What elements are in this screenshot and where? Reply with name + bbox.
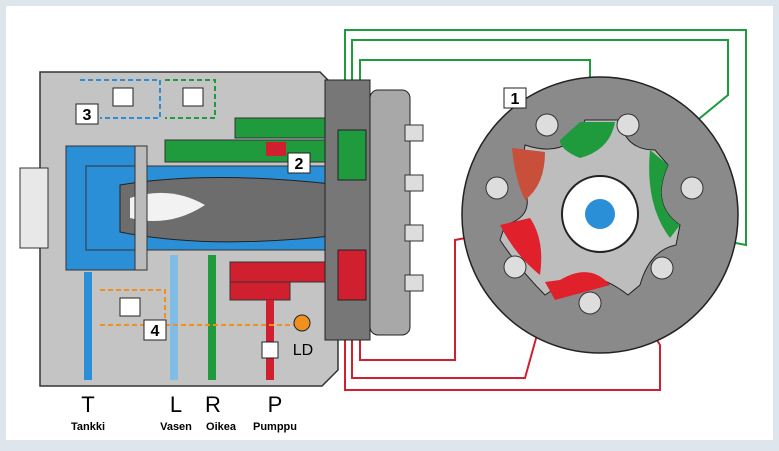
port-name-r: Oikea — [206, 421, 237, 433]
svg-text:1: 1 — [511, 91, 520, 108]
port-letter-l: L — [170, 392, 182, 417]
port-letter-p: P — [268, 392, 283, 417]
valve-housing — [19, 71, 353, 387]
port-lines — [84, 255, 274, 380]
callout-3: 3 — [75, 103, 99, 125]
svg-text:4: 4 — [151, 323, 160, 340]
svg-text:3: 3 — [83, 107, 92, 124]
port-name-p: Pumppu — [253, 421, 297, 433]
gerotor-disc — [461, 76, 739, 354]
port-letter-r: R — [205, 392, 221, 417]
port-labels: T Tankki L Vasen R Oikea P Pumppu — [71, 392, 297, 433]
callout-2: 2 — [287, 152, 311, 174]
valve-symbols — [112, 87, 311, 359]
port-letter-t: T — [81, 392, 94, 417]
svg-text:2: 2 — [295, 156, 304, 173]
motor-body — [324, 79, 424, 341]
ld-label: LD — [293, 342, 313, 359]
callout-4: 4 — [143, 319, 167, 341]
pilot-lines — [80, 79, 310, 326]
port-name-t: Tankki — [71, 421, 105, 433]
port-name-l: Vasen — [160, 421, 192, 433]
callout-1: 1 — [503, 87, 527, 109]
